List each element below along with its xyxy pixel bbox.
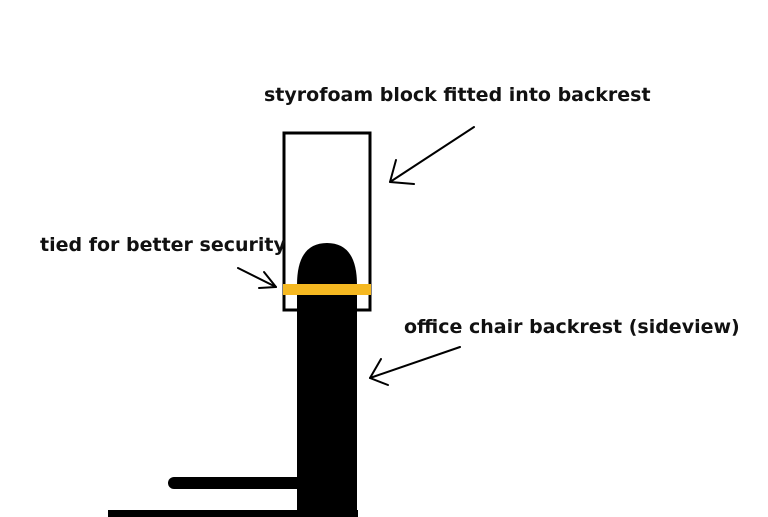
chair-armrest-bar xyxy=(168,477,308,489)
arrow-backrest xyxy=(369,346,461,386)
chair-seat-bar xyxy=(108,510,358,517)
tie-strap xyxy=(283,284,371,295)
label-tied-strap: tied for better security xyxy=(40,234,286,256)
arrow-styrofoam xyxy=(389,126,475,185)
label-chair-backrest: office chair backrest (sideview) xyxy=(404,316,740,338)
arrow-tied xyxy=(237,267,277,289)
styrofoam-block xyxy=(282,131,372,312)
label-styrofoam-block: styrofoam block fitted into backrest xyxy=(264,84,651,106)
